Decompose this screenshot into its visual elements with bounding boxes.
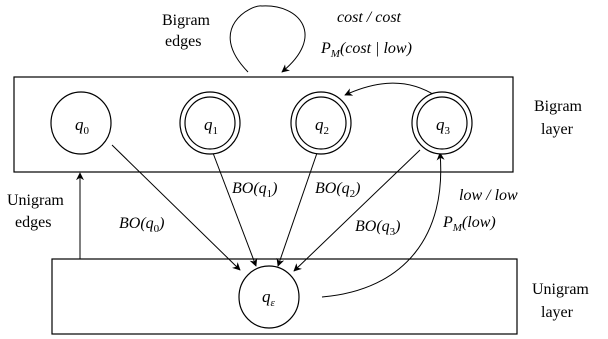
- bo-q0-label: BO(q0): [119, 215, 164, 235]
- edge-q2-backoff: [276, 152, 318, 267]
- bigram-edges-caption-line1: Bigram: [162, 12, 211, 29]
- unigram-edges-caption-line2: edges: [15, 214, 51, 231]
- state-q0-label: q0: [75, 115, 90, 137]
- bo-q1-label: BO(q1): [232, 180, 277, 200]
- unigram-layer-box: [51, 258, 518, 335]
- unigram-edges-caption-line1: Unigram: [7, 192, 64, 209]
- state-q1: q1: [179, 91, 241, 155]
- bo-q2-label: BO(q2): [315, 180, 360, 200]
- state-q3-label: q3: [436, 115, 451, 137]
- unigram-layer-caption-line2: layer: [541, 304, 574, 321]
- bigram-layer-box: [13, 76, 514, 173]
- state-q2-label: q2: [315, 115, 329, 137]
- bigram-layer-caption-line1: Bigram: [534, 98, 583, 115]
- bigram-layer-caption-line2: layer: [541, 121, 574, 138]
- low-arc-label-line1: low / low: [459, 187, 518, 204]
- edge-q3-to-q2: [344, 82, 437, 97]
- low-arc-label-line2: PM(low): [442, 214, 496, 234]
- bigram-self-loop: [229, 5, 306, 73]
- edge-q0-backoff: [111, 144, 241, 271]
- bo-q3-label: BO(q3): [355, 218, 400, 238]
- edge-q1-backoff: [212, 152, 258, 267]
- state-q-epsilon-label: qε: [262, 287, 276, 309]
- state-q3: q3: [411, 91, 473, 155]
- state-q1-label: q1: [204, 115, 218, 137]
- unigram-layer-caption-line1: Unigram: [532, 281, 589, 298]
- cost-arc-label-line2: PM(cost | low): [320, 40, 412, 60]
- state-q-epsilon: qε: [238, 265, 300, 329]
- cost-arc-label-line1: cost / cost: [337, 9, 402, 26]
- edge-qe-to-q3: [321, 152, 445, 298]
- bigram-edges-caption-line2: edges: [165, 33, 201, 50]
- state-q2: q2: [290, 91, 352, 155]
- edge-q3-backoff: [293, 149, 421, 272]
- state-q0: q0: [50, 91, 112, 155]
